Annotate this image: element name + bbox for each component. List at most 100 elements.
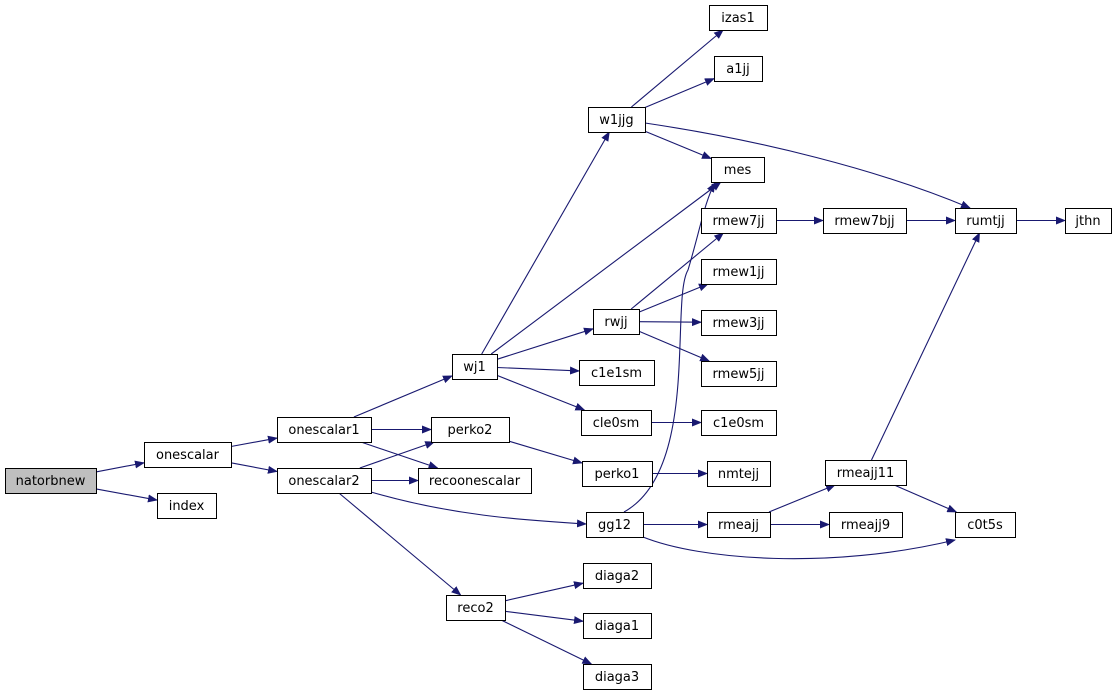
node-box-index[interactable] [157,493,217,519]
node-rwjj[interactable]: rwjj [593,309,640,335]
node-rmew3jj[interactable]: rmew3jj [701,310,777,336]
node-label-c1e0sm: c1e0sm [713,416,764,431]
node-rmeajj[interactable]: rmeajj [707,512,771,538]
node-box-mes[interactable] [711,157,765,183]
edge-w1jjg-to-mes [644,130,712,160]
edge-w1jjg-to-izas1 [631,29,724,108]
edge-natorbnew-to-onescalar [95,460,145,473]
edge-w1jjg-to-rumtjj [644,122,971,209]
node-rmew7jj[interactable]: rmew7jj [701,208,777,234]
nodes-layer: natorbnew onescalar index onescalar1 onescal… [5,5,1112,690]
node-box-c1e0sm[interactable] [701,410,777,436]
edge-wj1-to-cle0sm [496,374,586,411]
node-box-gg12[interactable] [586,512,644,538]
node-label-onescalar2: onescalar2 [288,474,359,489]
node-box-jthn[interactable] [1065,208,1112,234]
node-box-wj1[interactable] [452,354,498,380]
node-rumtjj[interactable]: rumtjj [955,208,1017,234]
edge-rmeajj-to-rmeajj11 [768,484,836,513]
node-c1e1sm[interactable]: c1e1sm [579,360,655,386]
node-box-diaga1[interactable] [583,613,652,639]
node-label-rmew3jj: rmew3jj [713,316,765,331]
edge-wj1-to-c1e1sm [496,366,580,375]
edge-reco2-to-diaga2 [504,581,584,602]
node-izas1[interactable]: izas1 [709,5,768,31]
edge-rwjj-to-rmew3jj [638,318,702,327]
node-box-w1jjg[interactable] [588,107,646,133]
node-box-rmeajj[interactable] [707,512,771,538]
node-label-natorbnew: natorbnew [16,474,86,489]
node-box-onescalar1[interactable] [277,417,372,443]
node-box-rmew1jj[interactable] [701,259,777,285]
edge-onescalar2-to-gg12 [370,491,587,528]
node-perko2[interactable]: perko2 [431,417,510,443]
node-rmew5jj[interactable]: rmew5jj [701,361,777,387]
node-w1jjg[interactable]: w1jjg [588,107,646,133]
node-box-rumtjj[interactable] [955,208,1017,234]
node-diaga3[interactable]: diaga3 [583,664,652,690]
node-box-rmeajj9[interactable] [829,512,903,538]
node-onescalar[interactable]: onescalar [144,442,232,468]
node-box-recoonescalar[interactable] [418,468,532,494]
node-c1e0sm[interactable]: c1e0sm [701,410,777,436]
node-label-rwjj: rwjj [604,315,627,330]
edge-onescalar2-to-reco2 [338,492,462,596]
node-label-rmeajj11: rmeajj11 [837,466,895,481]
node-rmew7bjj[interactable]: rmew7bjj [823,208,907,234]
node-rmeajj9[interactable]: rmeajj9 [829,512,903,538]
node-onescalar1[interactable]: onescalar1 [277,417,372,443]
node-box-diaga2[interactable] [583,563,652,589]
node-box-perko2[interactable] [431,417,510,443]
node-label-onescalar: onescalar [156,448,220,463]
node-box-onescalar[interactable] [144,442,232,468]
node-label-mes: mes [724,163,752,178]
node-nmtejj[interactable]: nmtejj [707,461,771,487]
edge-reco2-to-diaga3 [500,619,593,665]
node-box-c1e1sm[interactable] [579,360,655,386]
node-label-perko2: perko2 [448,423,493,438]
edge-rwjj-to-rmew5jj [638,330,711,362]
node-label-nmtejj: nmtejj [718,467,759,482]
node-label-diaga3: diaga3 [595,670,639,685]
node-box-perko1[interactable] [582,461,653,487]
node-gg12[interactable]: gg12 [586,512,644,538]
node-box-reco2[interactable] [446,595,506,621]
node-index[interactable]: index [157,493,217,519]
node-mes[interactable]: mes [711,157,765,183]
node-label-rmew1jj: rmew1jj [713,265,765,280]
node-onescalar2[interactable]: onescalar2 [277,468,372,494]
node-label-cle0sm: cle0sm [593,416,639,431]
node-box-onescalar2[interactable] [277,468,372,494]
node-cle0sm[interactable]: cle0sm [581,410,652,436]
node-natorbnew[interactable]: natorbnew [5,468,97,494]
node-box-cle0sm[interactable] [581,410,652,436]
node-box-rmew7jj[interactable] [701,208,777,234]
node-box-c0t5s[interactable] [955,512,1016,538]
edge-onescalar-to-onescalar1 [230,435,278,448]
node-box-nmtejj[interactable] [707,461,771,487]
node-box-a1jj[interactable] [714,56,763,82]
node-rmeajj11[interactable]: rmeajj11 [825,460,907,486]
node-wj1[interactable]: wj1 [452,354,498,380]
edge-rmeajj11-to-c0t5s [893,484,958,513]
node-box-diaga3[interactable] [583,664,652,690]
node-perko1[interactable]: perko1 [582,461,653,487]
node-rmew1jj[interactable]: rmew1jj [701,259,777,285]
node-box-natorbnew[interactable] [5,468,97,494]
node-reco2[interactable]: reco2 [446,595,506,621]
edge-wj1-to-mes [490,181,722,355]
node-recoonescalar[interactable]: recoonescalar [418,468,532,494]
node-box-izas1[interactable] [709,5,768,31]
node-box-rmeajj11[interactable] [825,460,907,486]
node-box-rmew7bjj[interactable] [823,208,907,234]
node-c0t5s[interactable]: c0t5s [955,512,1016,538]
edge-wj1-to-rwjj [496,327,594,360]
node-a1jj[interactable]: a1jj [714,56,763,82]
node-jthn[interactable]: jthn [1065,208,1112,234]
node-box-rmew3jj[interactable] [701,310,777,336]
node-diaga2[interactable]: diaga2 [583,563,652,589]
node-box-rmew5jj[interactable] [701,361,777,387]
node-label-rumtjj: rumtjj [966,214,1005,229]
node-box-rwjj[interactable] [593,309,640,335]
node-diaga1[interactable]: diaga1 [583,613,652,639]
